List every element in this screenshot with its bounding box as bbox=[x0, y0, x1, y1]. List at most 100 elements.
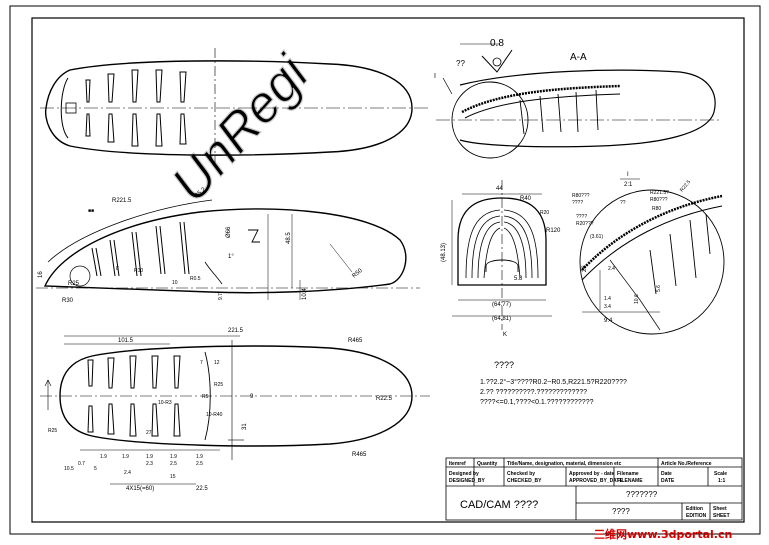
bottom-d31: 31 bbox=[242, 423, 248, 430]
bottom-r465b: R465 bbox=[352, 452, 367, 458]
front-r120: R120 bbox=[546, 228, 561, 234]
detail-r80d: R80 bbox=[652, 206, 661, 212]
notes-line1: 1.??2.2°~3°????R0.2~R0.5,R221.5?R220???? bbox=[480, 378, 627, 386]
detail-view bbox=[579, 189, 725, 335]
bottom-d12: 12 bbox=[214, 360, 220, 366]
tb-edition-id: EDITION bbox=[686, 513, 707, 519]
front-r20: R20 bbox=[540, 210, 549, 216]
inner-frame bbox=[31, 17, 745, 523]
side-f1: 1° bbox=[228, 254, 234, 260]
tb-filename-id: FILENAME bbox=[617, 478, 643, 484]
bottom-d10r40: 10-R40 bbox=[206, 412, 223, 418]
detail-ratio-num: I bbox=[627, 172, 629, 178]
side-view bbox=[36, 199, 420, 300]
section-label: A-A bbox=[570, 52, 587, 63]
notes-title: ???? bbox=[494, 360, 514, 370]
side-h10: 10.4 bbox=[302, 288, 308, 300]
bottom-p3: 1.9 bbox=[146, 454, 153, 460]
title-block: Itemref Quantity Title/Name, designation… bbox=[445, 457, 743, 521]
plan-view bbox=[40, 48, 430, 168]
tb-title-col: Title/Name, designation, material, dimen… bbox=[507, 461, 622, 467]
bottom-r225: R22.5 bbox=[376, 396, 393, 402]
tb-bottom-mid: ???? bbox=[612, 507, 630, 516]
side-d16: 16 bbox=[38, 271, 44, 278]
front-view bbox=[451, 180, 552, 330]
tb-date-id: DATE bbox=[661, 478, 675, 484]
bottom-q1: 2.3 bbox=[146, 461, 153, 467]
side-r0: R0.5 bbox=[190, 276, 201, 282]
tb-itemref: Itemref bbox=[449, 461, 466, 467]
tb-article: Article No./Reference bbox=[661, 461, 712, 467]
bottom-d27: 27 bbox=[146, 430, 152, 436]
detail-r221: R221.5? bbox=[650, 190, 669, 196]
side-a8: 8 bbox=[116, 266, 119, 272]
bottom-d9: 9 bbox=[250, 394, 254, 400]
tb-sheet-id: SHEET bbox=[713, 513, 730, 519]
detail-r80c: R80??? bbox=[650, 197, 668, 203]
detail-d34: 3.4 bbox=[604, 304, 611, 310]
detail-d24: 2.4 bbox=[608, 266, 615, 272]
tb-designed-id: DESIGNED_BY bbox=[449, 478, 486, 484]
detail-d361: (3.61) bbox=[590, 234, 603, 240]
front-w64b: (64.81) bbox=[492, 316, 511, 322]
bottom-view bbox=[40, 335, 430, 485]
tb-filename: Filename bbox=[617, 471, 639, 477]
bottom-r465a: R465 bbox=[348, 338, 363, 344]
bottom-r5: R5 bbox=[202, 394, 209, 400]
front-r40: R40 bbox=[520, 196, 532, 202]
detail-q: ?? bbox=[620, 200, 626, 206]
side-d48: 48.5 bbox=[286, 232, 292, 244]
bottom-p4: 1.9 bbox=[170, 454, 177, 460]
bottom-r25: R25 bbox=[214, 382, 223, 388]
bottom-q2: 2.5 bbox=[170, 461, 177, 467]
detail-d106: 10.6 bbox=[634, 294, 640, 304]
roughness-value: 0.8 bbox=[490, 38, 504, 49]
detail-d26: 26 bbox=[582, 265, 588, 272]
bottom-d15: 15 bbox=[170, 474, 176, 480]
side-d66: Ø66 bbox=[226, 226, 232, 238]
footer-logo[interactable]: 三维网www.3dportal.cn bbox=[594, 527, 732, 541]
bottom-q3: 2.5 bbox=[196, 461, 203, 467]
tb-checked: Checked by bbox=[507, 471, 535, 477]
front-k: K bbox=[503, 332, 507, 338]
detail-d94: 9.4 bbox=[604, 318, 613, 324]
front-d58: 5.8 bbox=[514, 276, 523, 282]
tb-date: Date bbox=[661, 471, 672, 477]
notes-line2: 2.?? ??????????.????????????? bbox=[480, 389, 587, 396]
tb-title-left: CAD/CAM ???? bbox=[460, 499, 538, 511]
bottom-d24: 2.4 bbox=[124, 470, 131, 476]
side-r50: R50 bbox=[351, 267, 364, 279]
tb-quantity: Quantity bbox=[477, 461, 497, 467]
bottom-d105: 10.5 bbox=[64, 466, 74, 472]
tb-designed: Designed by bbox=[449, 471, 479, 477]
side-r221: R221.5 bbox=[112, 198, 132, 204]
bottom-w221: 221.5 bbox=[228, 328, 244, 334]
detail-r80a: R80??? bbox=[572, 193, 590, 199]
detail-d14: 1.4 bbox=[604, 296, 611, 302]
tb-checked-id: CHECKED_BY bbox=[507, 478, 542, 484]
side-r10: R10 bbox=[134, 268, 143, 274]
tb-approved: Approved by - date bbox=[569, 471, 615, 477]
side-r25: R25 bbox=[68, 281, 80, 287]
bottom-d4x15: 4X15(=60) bbox=[126, 486, 154, 492]
detail-ratio-den: 2:1 bbox=[624, 182, 633, 188]
front-w64a: (64.77) bbox=[492, 302, 511, 308]
tb-title-right: ??????? bbox=[626, 490, 658, 499]
bottom-d07: 0.7 bbox=[78, 461, 85, 467]
section-view bbox=[436, 43, 720, 159]
bottom-d225: 22.5 bbox=[196, 486, 208, 492]
bottom-d1083: 10-R3 bbox=[158, 400, 172, 406]
tb-sheet: Sheet bbox=[713, 506, 727, 512]
bottom-r25b: R25 bbox=[48, 428, 57, 434]
bottom-p2: 1.9 bbox=[122, 454, 129, 460]
detail-d56: 5.6 bbox=[656, 285, 662, 292]
outer-frame bbox=[9, 5, 761, 535]
bottom-d7: 7 bbox=[200, 360, 203, 366]
side-r30: R30 bbox=[62, 298, 74, 304]
side-a10: 10 bbox=[172, 280, 178, 286]
detail-r225: R22.5 bbox=[679, 179, 692, 193]
tb-scale: Scale bbox=[714, 471, 727, 477]
detail-r20b: R20??? bbox=[576, 221, 594, 227]
tb-approved-id: APPROVED_BY_DATE bbox=[569, 478, 623, 484]
